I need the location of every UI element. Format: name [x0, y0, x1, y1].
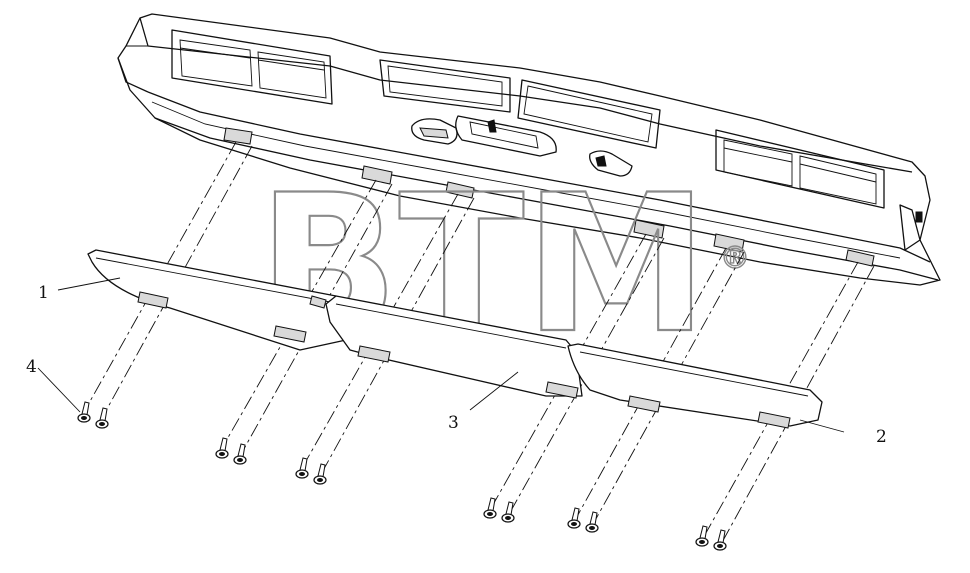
panel-3-clip — [545, 381, 579, 399]
screws — [77, 401, 727, 551]
callout-labels: 1 2 3 4 — [26, 283, 887, 447]
screw — [567, 507, 581, 529]
trim-panel-3 — [325, 295, 583, 399]
panel-2-clip — [627, 395, 661, 413]
screw — [313, 463, 327, 485]
panel-3-clip — [357, 345, 391, 363]
trim-panel-2 — [567, 343, 823, 429]
screw — [95, 407, 109, 429]
panel-1-clip — [273, 325, 307, 343]
screw — [585, 511, 599, 533]
screw — [713, 529, 727, 551]
screw — [501, 501, 515, 523]
panel-1-clip — [137, 291, 169, 309]
callout-1: 1 — [38, 283, 49, 303]
screw — [483, 497, 497, 519]
screw — [695, 525, 709, 547]
console-housing — [117, 13, 941, 286]
screw — [215, 437, 229, 459]
watermark-registered-mark: ® — [720, 241, 750, 276]
callout-leaders — [37, 277, 845, 433]
panel-2-clip — [757, 411, 791, 429]
callout-3: 3 — [448, 413, 459, 433]
callout-2: 2 — [876, 427, 887, 447]
screw — [295, 457, 309, 479]
trim-panel-1 — [87, 249, 347, 351]
callout-4: 4 — [26, 357, 37, 377]
screw — [77, 401, 91, 423]
screw — [233, 443, 247, 465]
